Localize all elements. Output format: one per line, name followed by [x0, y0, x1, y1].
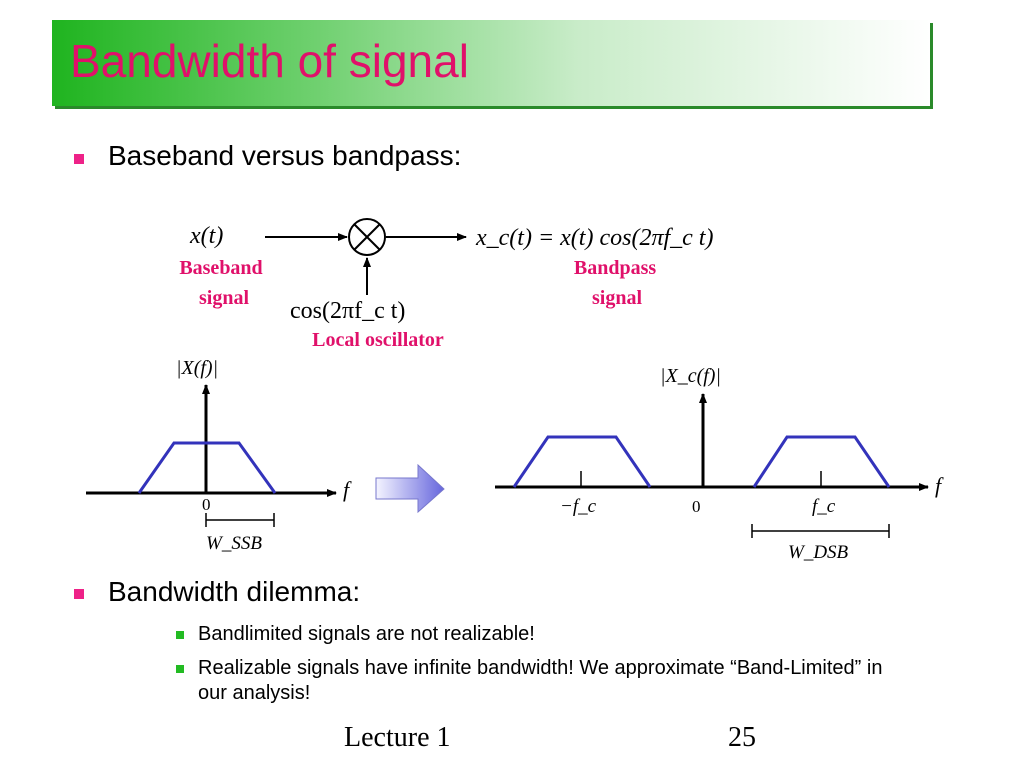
bandpass-spectrum: |X_c(f)| f −f_c 0 f_c W_DSB [495, 365, 944, 563]
left-x-label: f [343, 477, 352, 502]
baseband-label: Baseband [179, 257, 262, 279]
left-y-label: |X(f)| [176, 357, 218, 379]
right-x-label: f [935, 473, 944, 498]
left-zero: 0 [202, 495, 211, 514]
width-ssb-label: W_SSB [206, 533, 262, 554]
sub-bullet-icon [176, 665, 184, 673]
output-signal-label: x_c(t) = x(t) cos(2πf_c t) [475, 225, 713, 251]
neg-fc-label: −f_c [560, 496, 597, 517]
right-zero: 0 [692, 497, 701, 516]
negative-band-trapezoid [512, 435, 652, 488]
right-y-label: |X_c(f)| [660, 365, 721, 387]
bullet-bandwidth-dilemma: Bandwidth dilemma: [108, 576, 361, 607]
bandpass-label-line2: signal [592, 287, 642, 309]
bandpass-label: Bandpass [574, 257, 656, 279]
input-signal-label: x(t) [189, 223, 223, 249]
width-dsb-label: W_DSB [788, 542, 849, 563]
bullet-baseband: Baseband versus bandpass: [108, 140, 462, 171]
title-bar [52, 20, 930, 106]
bullet-icon [74, 589, 84, 599]
sub-bullet-bandlimited: Bandlimited signals are not realizable! [198, 623, 535, 645]
bullet-icon [74, 154, 84, 164]
slide-title: Bandwidth of signal [70, 35, 469, 87]
multiplier-icon [348, 218, 386, 256]
oscillator-label: Local oscillator [312, 329, 444, 351]
sub-bullet-realizable: Realizable signals have infinite bandwid… [198, 657, 883, 704]
footer-lecture: Lecture 1 [344, 722, 451, 753]
baseband-spectrum: |X(f)| f 0 W_SSB [86, 357, 352, 554]
sub-bullet-icon [176, 631, 184, 639]
positive-band-trapezoid [752, 435, 891, 488]
oscillator-expression: cos(2πf_c t) [290, 298, 405, 324]
footer-page-number: 25 [728, 722, 756, 753]
pos-fc-label: f_c [812, 496, 836, 517]
transition-arrow-icon [375, 463, 445, 514]
baseband-trapezoid [137, 441, 277, 494]
baseband-label-line2: signal [199, 287, 249, 309]
